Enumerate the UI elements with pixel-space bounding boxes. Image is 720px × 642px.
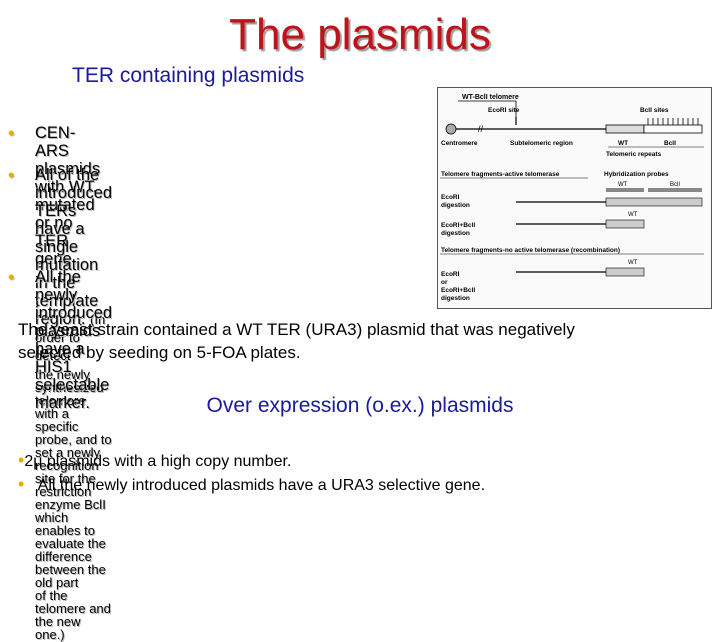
wt-repeat-block [605,124,645,134]
svg-text:digestion: digestion [441,295,470,302]
ecori-fragment-block [605,197,703,207]
ecori-bcli-fragment-block [605,219,645,229]
telomere-diagram-svg: WT-BclI telomere EcoRI site BclI sites /… [440,94,704,302]
label-centromere: Centromere [441,140,478,147]
svg-text:EcoRI+BclI: EcoRI+BclI [441,287,475,294]
bullet-dot-icon: • [8,267,15,287]
strain-paragraph: The yeast strain contained a WT TER (URA… [18,320,575,362]
bullet-item-oex-2: • All the newly introduced plasmids have… [18,474,486,494]
label-probe-wt: WT [618,182,628,188]
label-bcli: BclI [664,140,676,147]
label-hybridization-probes: Hybridization probes [604,171,669,178]
page-title: The plasmids [229,10,491,59]
section-heading-oex: Over expression (o.ex.) plasmids [206,394,514,417]
label-subtelomeric: Subtelomeric region [510,140,573,147]
probe-wt-bar [606,188,644,192]
bullet-item-oex-1: •2μ plasmids with a high copy number. [18,450,292,470]
break-mark: // [478,124,484,134]
label-ecori-2: EcoRI [441,271,460,278]
label-probe-bcli: BclI [670,182,680,188]
bullet-dot-icon: • [18,450,25,470]
section-heading-ter: TER containing plasmids [72,64,305,87]
bcli-repeat-block [643,124,703,134]
label-ecori-digestion: EcoRI [441,194,460,201]
bullet-note-inline: (In order to detect [35,312,106,363]
label-wt-bcli-telomere: WT-BclI telomere [462,94,519,101]
label-wt: WT [618,140,628,147]
svg-text:digestion: digestion [441,202,470,209]
bcli-site-ticks [647,118,699,125]
label-inactive-header: Telomere fragments-no active telomerase … [441,247,620,254]
label-ecori-site: EcoRI site [488,107,520,114]
probe-bcli-bar [648,188,702,192]
svg-text:digestion: digestion [441,230,470,237]
centromere-icon [445,123,457,135]
bullet-text: All the newly introduced plasmids have a… [35,268,113,412]
label-bcli-sites: BclI sites [640,107,669,114]
svg-text:or: or [441,279,448,286]
bullet-dot-icon: • [18,474,25,494]
label-ecori-bcli-digestion: EcoRI+BclI [441,222,475,229]
bullet-dot-icon: • [8,165,15,185]
telomere-diagram: WT-BclI telomere EcoRI site BclI sites /… [437,87,712,309]
label-telomeric-repeats: Telomeric repeats [606,151,662,158]
bullet-text: CEN-ARS plasmids with WT, mutated or no … [35,124,101,268]
label-active-header: Telomere fragments-active telomerase [441,171,560,178]
recombination-fragment-block [605,267,645,277]
label-band-wt2: WT [628,260,638,266]
bullet-dot-icon: • [8,123,15,143]
label-band-wt1: WT [628,212,638,218]
